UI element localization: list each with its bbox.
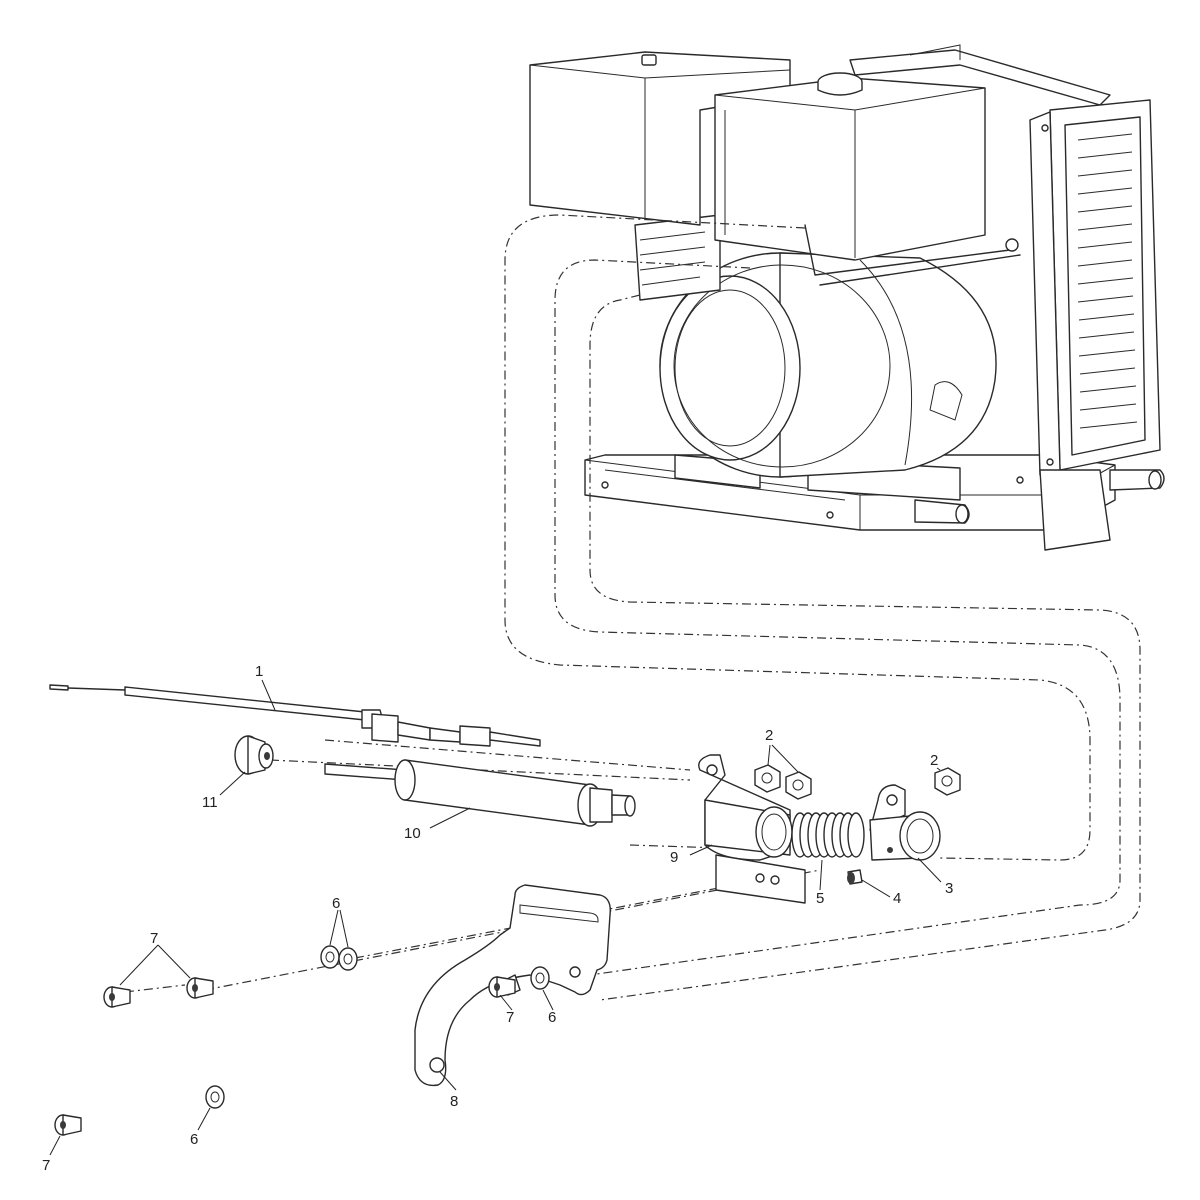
callout-1: 1: [255, 663, 263, 680]
callout-10: 10: [404, 825, 421, 842]
engine-generator-assembly: [529, 44, 1165, 551]
assembly-routing-lines: [124, 214, 1141, 1001]
callout-labels: 1 2 2 3 4 5 6 6 6 7 7 7 8 9 10 11: [42, 663, 953, 1174]
part-11-end-cap: [234, 735, 274, 775]
radiator-grille: [1077, 133, 1138, 429]
callout-2-left: 2: [765, 727, 773, 744]
part-2-nut-a: [754, 764, 781, 793]
callout-2-right: 2: [930, 752, 938, 769]
callout-6-bracket: 6: [548, 1009, 556, 1026]
part-1-throttle-cable: [49, 684, 541, 747]
callout-11: 11: [202, 794, 218, 811]
callout-6-washers: 6: [332, 895, 340, 912]
callout-leader-lines: [49, 679, 942, 1156]
callout-5: 5: [816, 890, 824, 907]
part-4-set-screw: [847, 869, 863, 885]
part-7-bolt-bracket: [488, 976, 516, 998]
callout-9: 9: [670, 849, 678, 866]
part-7-bolt-left: [103, 986, 131, 1008]
part-6-washer-bracket: [530, 966, 550, 990]
part-3-tube-bracket: [869, 784, 941, 861]
part-9-actuator-housing: [698, 754, 806, 904]
callout-6-lower: 6: [190, 1131, 198, 1148]
callout-7-bracket: 7: [506, 1009, 514, 1026]
callout-3: 3: [945, 880, 953, 897]
callout-7-lower: 7: [42, 1157, 50, 1174]
part-5-spring: [791, 812, 865, 858]
part-7-bolt-mid: [186, 977, 214, 999]
part-6-washer-pair: [320, 945, 358, 971]
part-2-nut-c: [934, 767, 961, 796]
part-10-actuator-cylinder: [324, 759, 636, 827]
part-2-nut-b: [785, 771, 812, 800]
part-7-bolt-lower: [54, 1114, 82, 1136]
callout-7-pair: 7: [150, 930, 158, 947]
callout-4: 4: [893, 890, 901, 907]
callout-8: 8: [450, 1093, 458, 1110]
part-6-washer-lower: [205, 1085, 225, 1109]
